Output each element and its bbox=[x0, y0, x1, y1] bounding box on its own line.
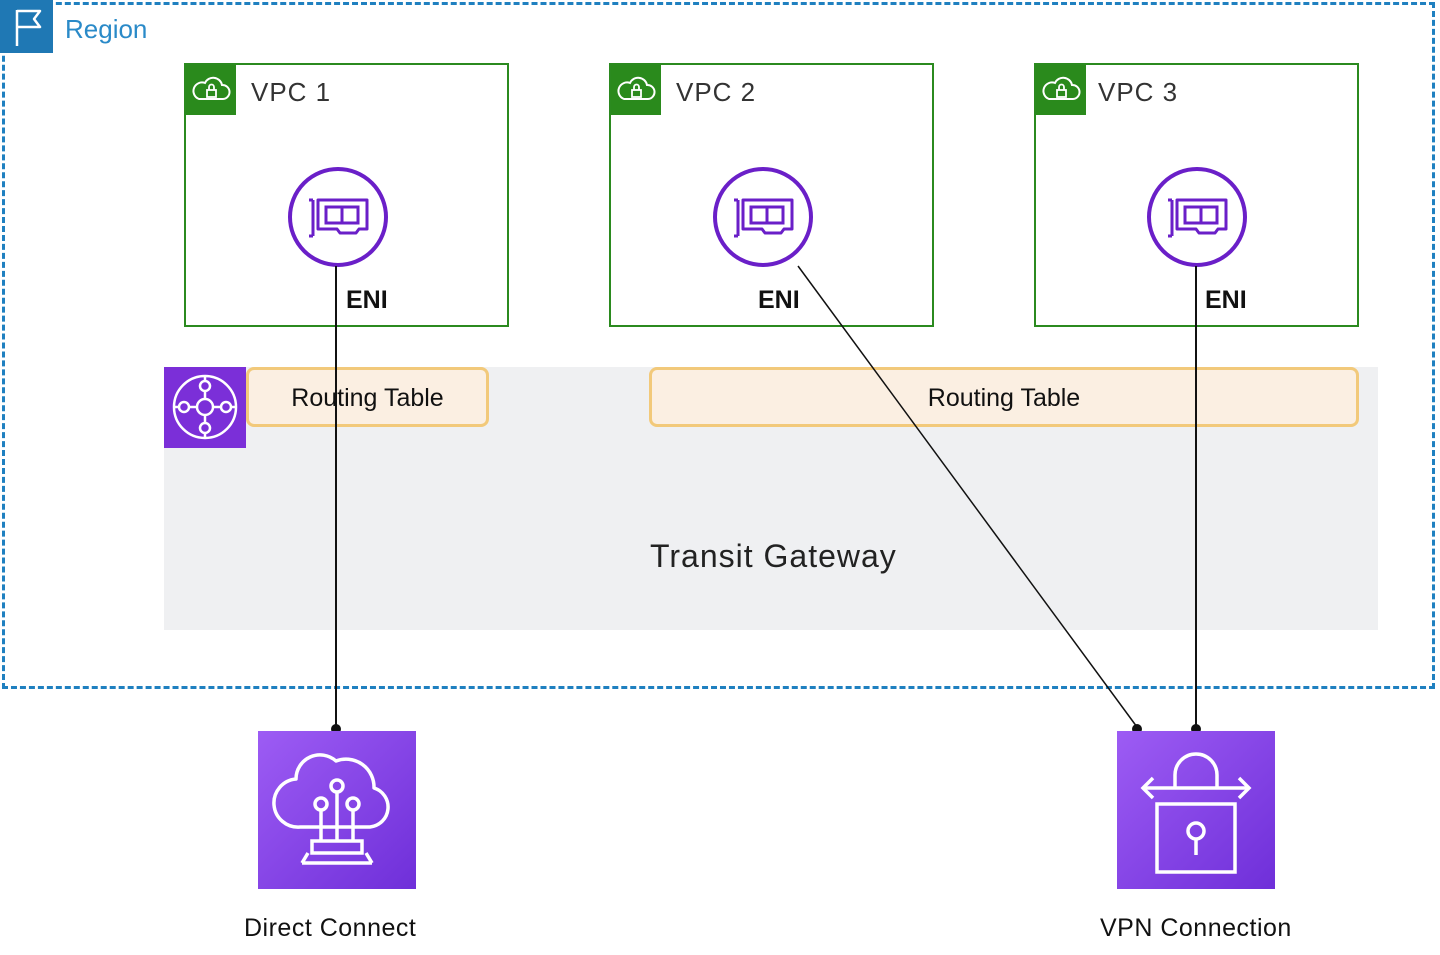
vpc-label: VPC 1 bbox=[251, 77, 332, 107]
vpn-connection-icon bbox=[1117, 731, 1275, 889]
transit-gateway-label: Transit Gateway bbox=[650, 538, 897, 574]
vpc-cloud-lock-icon bbox=[186, 65, 236, 115]
region-label: Region bbox=[65, 14, 148, 44]
connector-vpc2-vpn bbox=[797, 265, 1138, 728]
routing-table-2: Routing Table bbox=[649, 367, 1359, 427]
vpc-cloud-lock-icon bbox=[611, 65, 661, 115]
direct-connect-label: Direct Connect bbox=[244, 914, 417, 942]
vpc-2: VPC 2 ENI bbox=[609, 63, 934, 327]
eni-icon bbox=[712, 166, 814, 273]
flag-icon bbox=[0, 0, 53, 53]
direct-connect-icon bbox=[258, 731, 416, 889]
vpc-label: VPC 3 bbox=[1098, 77, 1179, 107]
routing-table-label: Routing Table bbox=[927, 384, 1081, 412]
transit-gateway-icon bbox=[164, 367, 246, 448]
eni-icon bbox=[1146, 166, 1248, 273]
eni-label: ENI bbox=[758, 286, 800, 314]
vpc-label: VPC 2 bbox=[676, 77, 757, 107]
region-boundary bbox=[2, 2, 1435, 689]
routing-table-1: Routing Table bbox=[246, 367, 489, 427]
eni-label: ENI bbox=[1205, 286, 1247, 314]
eni-icon bbox=[287, 166, 389, 273]
vpc-1: VPC 1 ENI bbox=[184, 63, 509, 327]
routing-table-label: Routing Table bbox=[291, 384, 444, 412]
vpc-cloud-lock-icon bbox=[1036, 65, 1086, 115]
eni-label: ENI bbox=[346, 286, 388, 314]
vpc-3: VPC 3 ENI bbox=[1034, 63, 1359, 327]
vpn-connection-label: VPN Connection bbox=[1100, 914, 1292, 942]
